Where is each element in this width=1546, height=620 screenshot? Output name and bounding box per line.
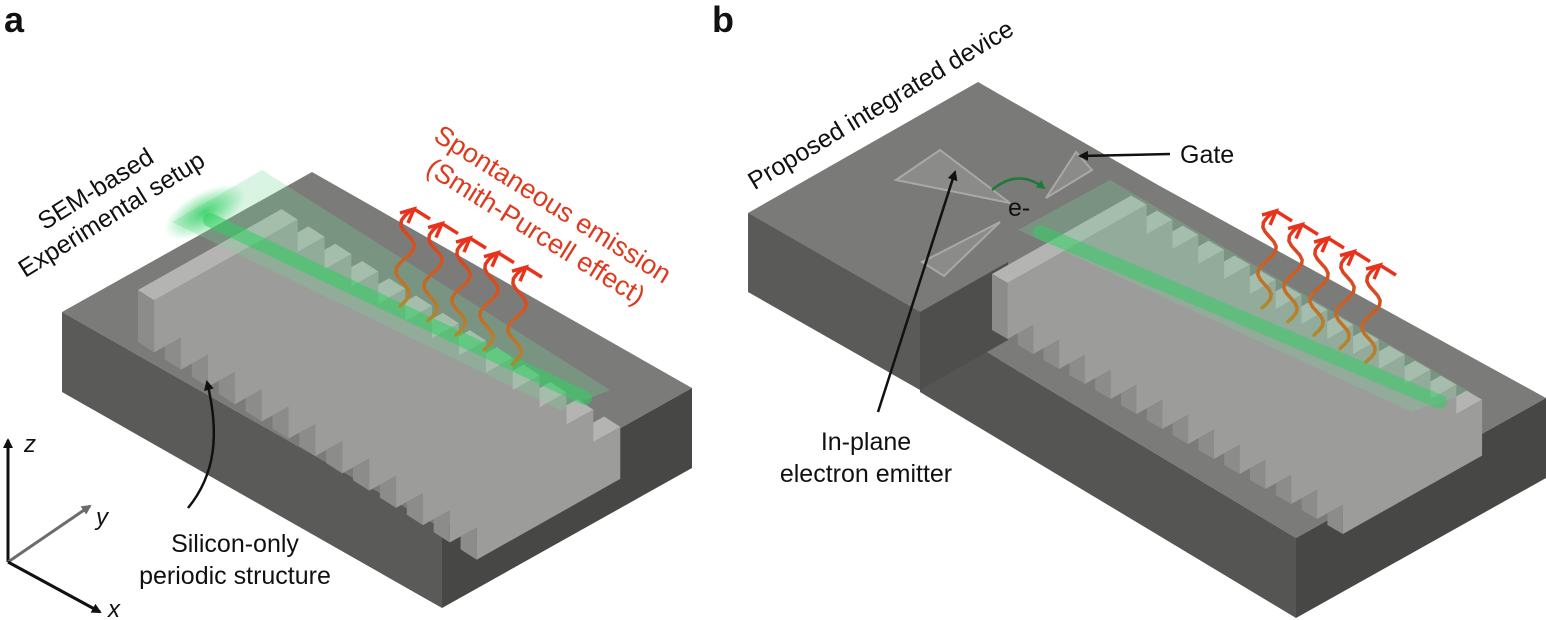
beam-cone-b	[1018, 180, 1470, 412]
emission-wave	[1334, 248, 1371, 351]
y-axis	[7, 504, 92, 564]
grating-b	[992, 195, 1483, 534]
structure-label-line1: Silicon-only	[171, 530, 299, 558]
z-axis-label: z	[23, 431, 36, 458]
emitter-pointer-arrow	[876, 170, 958, 413]
gate-label: Gate	[1180, 141, 1234, 169]
gate-electrode	[1045, 150, 1094, 199]
gate-pointer-arrow	[1078, 150, 1171, 161]
substrate-b-left	[920, 312, 1296, 618]
electron-label: e-	[1008, 194, 1030, 222]
electron-path-arrow	[991, 177, 1046, 191]
emission-waves-a	[394, 206, 543, 366]
emission-wave	[1360, 262, 1397, 364]
beam-line-b	[1033, 225, 1447, 409]
emitter-label-line1: In-plane	[821, 428, 911, 456]
plateau-b-left	[748, 213, 920, 390]
structure-pointer-arrow	[187, 380, 216, 509]
emitter-label-line2: electron emitter	[780, 460, 952, 488]
sem-beam-line	[203, 213, 592, 405]
emission-wave	[450, 235, 487, 337]
emission-wave	[422, 220, 459, 323]
sem-beam-cone	[172, 170, 610, 410]
emission-wave	[506, 264, 543, 366]
substrate-b-front	[1296, 398, 1546, 618]
step-face	[920, 262, 1008, 390]
axes: z y x	[2, 431, 121, 620]
x-axis	[7, 560, 102, 614]
emission-wave	[478, 249, 515, 352]
emission-wave	[394, 206, 431, 308]
panel-letter-a: a	[4, 0, 25, 40]
emission-wave	[1308, 235, 1345, 337]
grating-ridge	[138, 209, 298, 353]
emission-wave	[1282, 221, 1319, 324]
y-axis-label: y	[94, 504, 110, 531]
emission-wave	[1256, 208, 1293, 310]
panel-b: e- b Proposed integrated device Gate In-…	[712, 0, 1546, 618]
structure-label-line2: periodic structure	[139, 562, 331, 590]
emission-waves-b	[1256, 208, 1397, 364]
panel-a: a SEM-based Experimental setup Spontaneo…	[2, 0, 692, 620]
panel-letter-b: b	[712, 0, 734, 40]
grating-a	[138, 209, 621, 560]
sem-beam-glow	[164, 184, 246, 240]
x-axis-label: x	[107, 596, 121, 620]
emitter-tip-lower	[919, 221, 1001, 278]
substrate-a-left	[62, 312, 442, 608]
